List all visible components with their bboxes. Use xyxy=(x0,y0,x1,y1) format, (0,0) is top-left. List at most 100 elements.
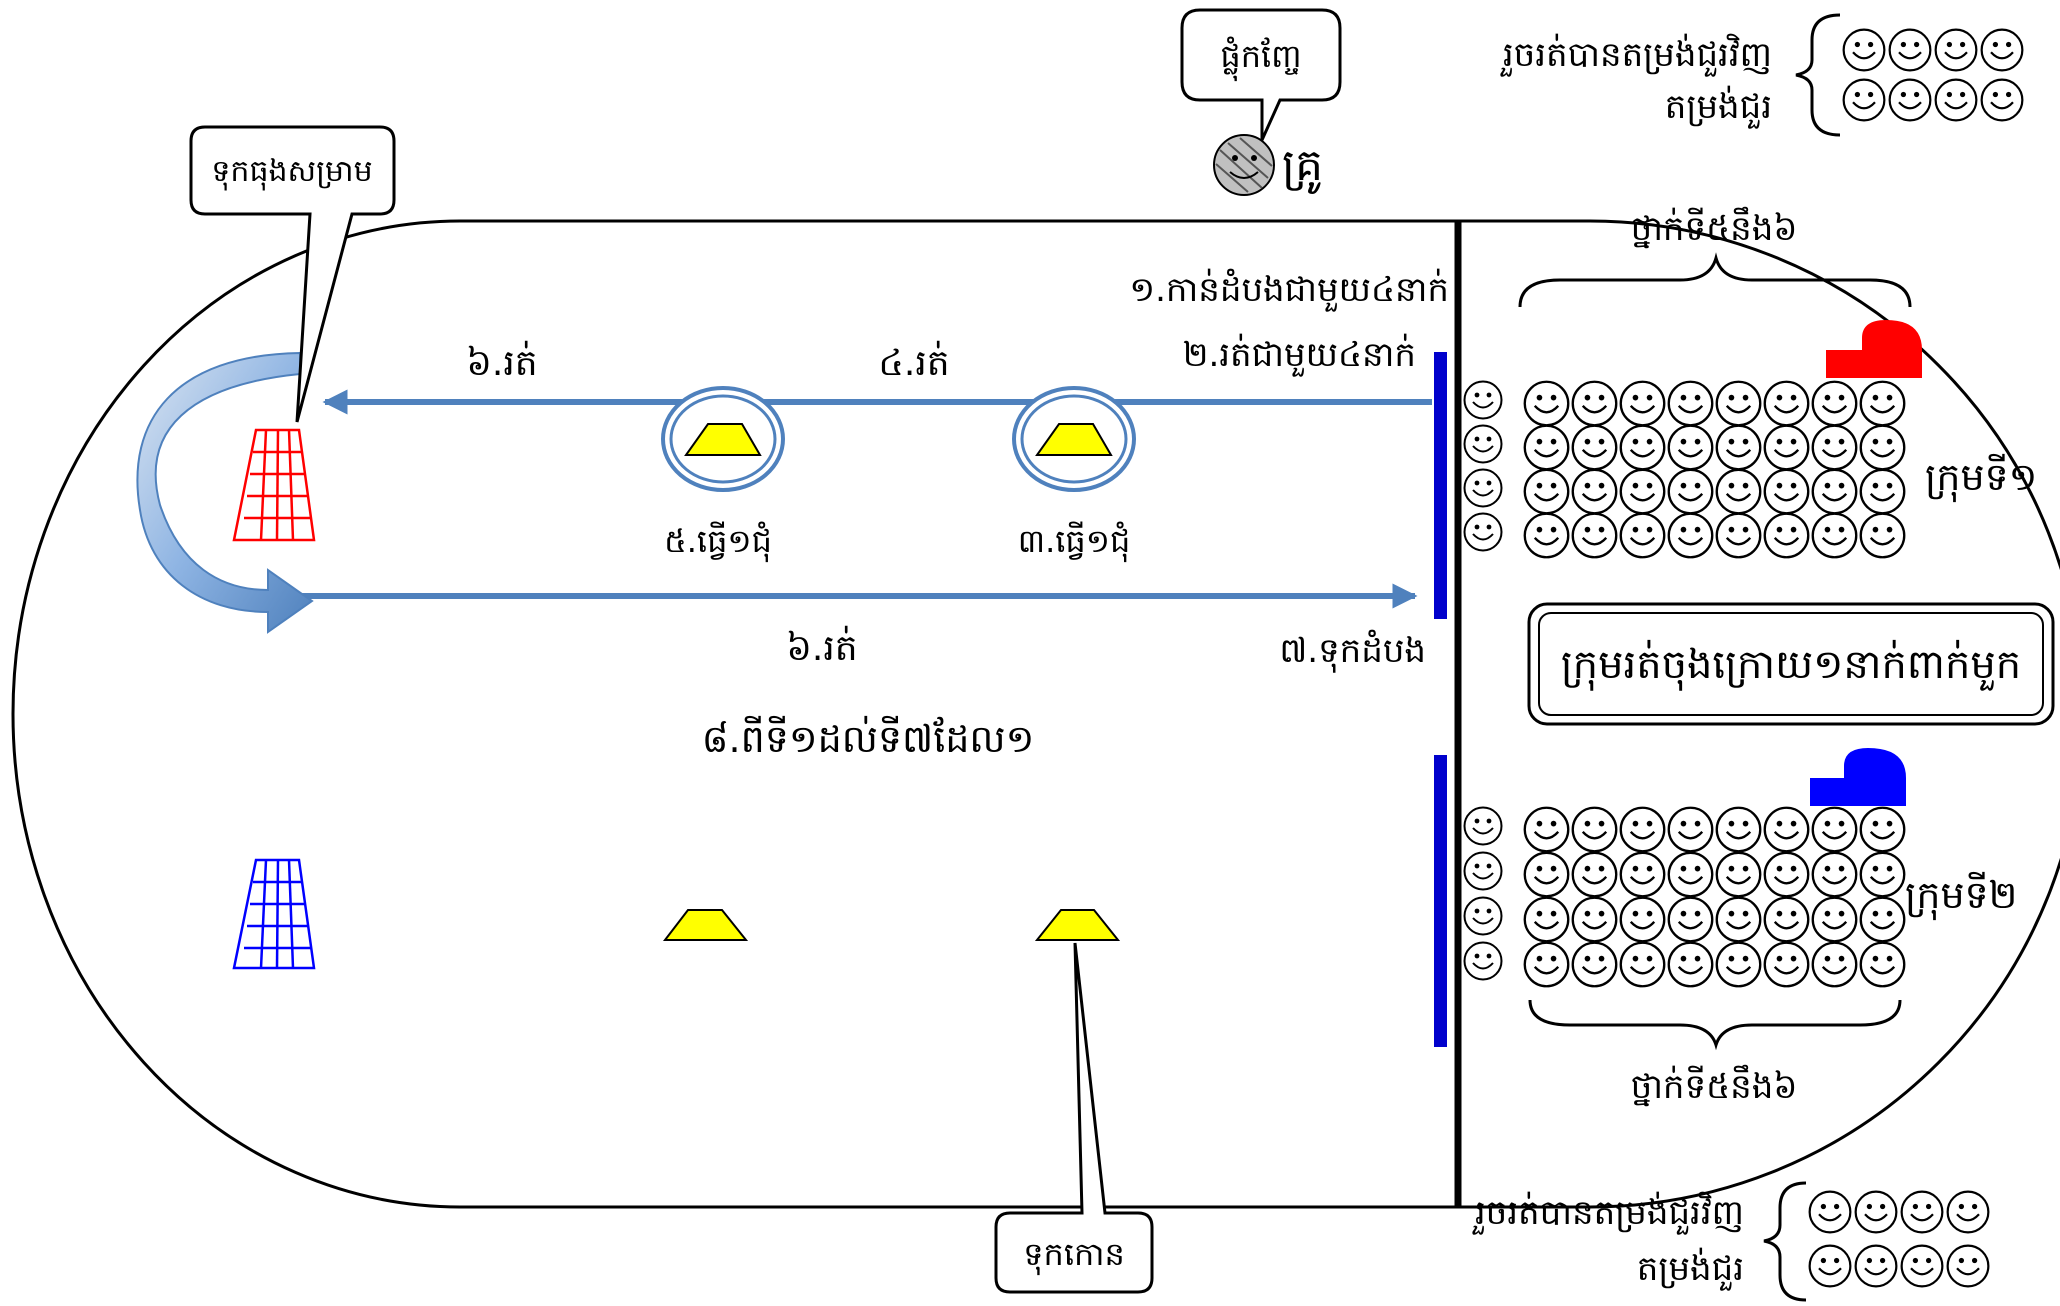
student-smiley-icon xyxy=(1571,941,1618,988)
student-smiley-icon xyxy=(1619,896,1666,943)
student-smiley-icon xyxy=(1463,806,1503,846)
student-smiley-icon xyxy=(1946,1190,1990,1234)
callout-cones: ទុកកោន xyxy=(994,942,1154,1294)
student-smiley-icon xyxy=(1571,512,1618,559)
rule-box-text: ក្រុមរត់ចុងក្រោយ១នាក់ពាក់មួក xyxy=(1561,639,2021,691)
student-smiley-icon xyxy=(1980,78,2024,122)
team1-bin-icon xyxy=(232,428,316,542)
running-track xyxy=(11,219,2060,1209)
student-smiley-icon xyxy=(1523,512,1570,559)
student-smiley-icon xyxy=(1619,941,1666,988)
student-smiley-icon xyxy=(1715,896,1762,943)
student-smiley-icon xyxy=(1946,1244,1990,1288)
student-smiley-icon xyxy=(1463,424,1503,464)
student-smiley-icon xyxy=(1463,941,1503,981)
student-smiley-icon xyxy=(1859,896,1906,943)
student-smiley-icon xyxy=(1619,424,1666,471)
student-smiley-icon xyxy=(1523,380,1570,427)
student-smiley-icon xyxy=(1715,468,1762,515)
cone-icon xyxy=(1034,909,1121,941)
student-smiley-icon xyxy=(1763,512,1810,559)
student-smiley-icon xyxy=(1619,512,1666,559)
student-smiley-icon xyxy=(1859,380,1906,427)
callout-finish-bin-text: ទុកធុងសម្រាម xyxy=(211,154,372,191)
student-smiley-icon xyxy=(1667,424,1714,471)
student-smiley-icon xyxy=(1715,941,1762,988)
student-smiley-icon xyxy=(1763,851,1810,898)
student-smiley-icon xyxy=(1842,78,1886,122)
team2-bin-icon xyxy=(232,858,316,970)
legend-top-brace xyxy=(1795,13,1841,137)
grade-label-bottom: ថ្នាក់ទី៥នឹង៦ xyxy=(1631,1064,1798,1107)
student-smiley-icon xyxy=(1934,78,1978,122)
student-smiley-icon xyxy=(1888,78,1932,122)
student-smiley-icon xyxy=(1463,380,1503,420)
step-4-label: ៤.រត់ xyxy=(878,340,949,384)
student-smiley-icon xyxy=(1523,468,1570,515)
student-smiley-icon xyxy=(1667,380,1714,427)
student-smiley-icon xyxy=(1571,424,1618,471)
student-smiley-icon xyxy=(1900,1244,1944,1288)
student-smiley-icon xyxy=(1763,380,1810,427)
student-smiley-icon xyxy=(1934,28,1978,72)
step-2-label: ២.រត់ជាមួយ៤នាក់ xyxy=(1183,333,1416,377)
student-smiley-icon xyxy=(1523,941,1570,988)
student-smiley-icon xyxy=(1715,851,1762,898)
student-smiley-icon xyxy=(1808,1244,1852,1288)
student-smiley-icon xyxy=(1571,380,1618,427)
rule-box: ក្រុមរត់ចុងក្រោយ១នាក់ពាក់មួក xyxy=(1527,602,2055,726)
cone-icon xyxy=(662,909,749,941)
grade-brace-bottom xyxy=(1528,999,1902,1051)
legend-bottom-brace xyxy=(1763,1181,1807,1302)
turn-arrow xyxy=(136,351,314,634)
legend-top-line1: រួចរត់បានតម្រង់ជួរវិញ xyxy=(1500,33,1772,77)
legend-bottom-students xyxy=(1808,1190,1990,1288)
callout-whistle-text: ផ្លុំកញ្ចែ xyxy=(1220,36,1301,82)
student-smiley-icon xyxy=(1854,1244,1898,1288)
callout-finish-bin: ទុកធុងសម្រាម xyxy=(189,125,396,423)
student-smiley-icon xyxy=(1811,380,1858,427)
student-smiley-icon xyxy=(1523,424,1570,471)
student-smiley-icon xyxy=(1463,896,1503,936)
turn-circle-2 xyxy=(1012,386,1136,492)
student-smiley-icon xyxy=(1667,468,1714,515)
student-smiley-icon xyxy=(1667,851,1714,898)
student-smiley-icon xyxy=(1667,806,1714,853)
student-smiley-icon xyxy=(1854,1190,1898,1234)
student-smiley-icon xyxy=(1763,806,1810,853)
student-smiley-icon xyxy=(1859,424,1906,471)
team1-students xyxy=(1463,380,1906,559)
legend-bottom-line2: តម្រង់ជួរ xyxy=(1637,1247,1744,1291)
team2-students xyxy=(1463,806,1906,988)
student-smiley-icon xyxy=(1811,896,1858,943)
student-smiley-icon xyxy=(1619,468,1666,515)
step-6-bottom-label: ៦.រត់ xyxy=(786,625,857,669)
team1-cap-icon xyxy=(1826,320,1922,378)
team1-start-bar xyxy=(1434,352,1447,619)
student-smiley-icon xyxy=(1859,512,1906,559)
student-smiley-icon xyxy=(1763,468,1810,515)
step-8-label: ៨.ពីទី១ដល់ទី៧ដែល១ xyxy=(702,715,1035,761)
student-smiley-icon xyxy=(1859,468,1906,515)
student-smiley-icon xyxy=(1619,851,1666,898)
grade-label-top: ថ្នាក់ទី៥នឹង៦ xyxy=(1631,206,1798,249)
student-smiley-icon xyxy=(1763,424,1810,471)
teacher-icon xyxy=(1213,134,1275,196)
student-smiley-icon xyxy=(1463,851,1503,891)
legend-top-line2: តម្រង់ជួរ xyxy=(1665,85,1772,129)
student-smiley-icon xyxy=(1811,941,1858,988)
student-smiley-icon xyxy=(1715,380,1762,427)
step-5-label: ៥.ធ្វើ១ជុំ xyxy=(664,521,772,563)
student-smiley-icon xyxy=(1900,1190,1944,1234)
student-smiley-icon xyxy=(1463,512,1503,552)
student-smiley-icon xyxy=(1859,851,1906,898)
callout-cones-text: ទុកកោន xyxy=(1023,1235,1125,1276)
student-smiley-icon xyxy=(1842,28,1886,72)
grade-brace-top xyxy=(1518,252,1912,308)
group-2-label: ក្រុមទី២ xyxy=(1905,871,2017,921)
group-1-label: ក្រុមទី១ xyxy=(1925,453,2037,503)
step-7-label: ៧.ទុកដំបង xyxy=(1279,629,1426,673)
student-smiley-icon xyxy=(1619,380,1666,427)
student-smiley-icon xyxy=(1523,851,1570,898)
